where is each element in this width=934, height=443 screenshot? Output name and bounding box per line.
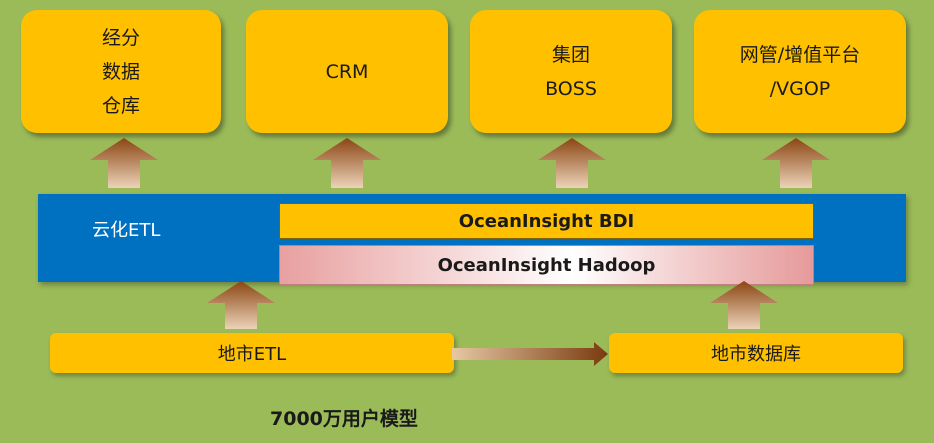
box-line: BOSS (545, 77, 597, 100)
city-etl-label: 地市ETL (217, 344, 287, 365)
box-line: /VGOP (769, 77, 831, 100)
box-data-warehouse: 经分 数据 仓库 (21, 10, 221, 133)
bdi-label: OceanInsight BDI (458, 210, 635, 232)
box-group-boss: 集团 BOSS (470, 10, 672, 133)
box-crm: CRM (246, 10, 448, 133)
cloud-etl-label: 云化ETL (92, 220, 161, 241)
diagram-caption: 7000万用户模型 (270, 408, 418, 430)
city-database-box: 地市数据库 (609, 333, 903, 373)
hadoop-label: OceanInsight Hadoop (437, 254, 656, 276)
box-vgop: 网管/增值平台 /VGOP (694, 10, 906, 133)
arrow-up-icon (313, 138, 381, 188)
arrow-up-icon (207, 281, 275, 329)
arrow-up-icon (762, 138, 830, 188)
box-line: 经分 (101, 26, 140, 49)
box-line: 数据 (101, 60, 140, 83)
city-database-label: 地市数据库 (711, 344, 801, 365)
city-etl-box: 地市ETL (50, 333, 454, 373)
oceaninsight-hadoop-bar: OceanInsight Hadoop (279, 245, 814, 285)
box-line: 集团 (551, 43, 590, 66)
arrow-up-icon (538, 138, 606, 188)
box-line: 网管/增值平台 (739, 43, 861, 66)
oceaninsight-bdi-bar: OceanInsight BDI (279, 203, 814, 239)
arrow-up-icon (710, 281, 778, 329)
arrow-right-icon (452, 342, 608, 366)
box-line: CRM (325, 60, 369, 83)
box-line: 仓库 (101, 94, 140, 117)
arrow-up-icon (90, 138, 158, 188)
